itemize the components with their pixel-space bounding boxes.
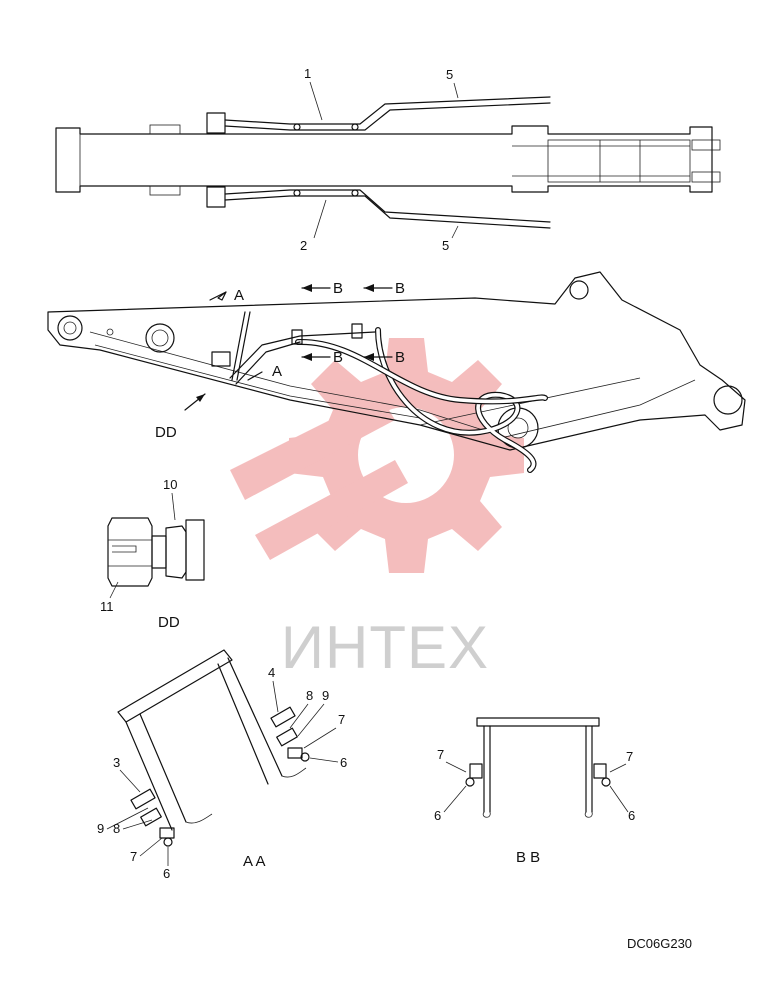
bb-callout-6-right: 6 <box>628 808 635 823</box>
bb-callout-6-left: 6 <box>434 808 441 823</box>
section-mark-b-3: B <box>333 349 343 366</box>
aa-callout-8-lower: 8 <box>113 821 120 836</box>
detail-label-dd: DD <box>158 614 180 631</box>
aa-callout-7-lower: 7 <box>130 849 137 864</box>
section-label-aa: A A <box>243 853 266 870</box>
aa-callout-9-upper: 9 <box>322 688 329 703</box>
section-label-bb: B B <box>516 849 540 866</box>
section-mark-b-1: B <box>333 280 343 297</box>
section-mark-a-bottom: A <box>272 363 282 380</box>
top-callout-5-lower: 5 <box>442 238 449 253</box>
watermark-text: ИНТЕХ <box>281 614 489 681</box>
drawing-code: DC06G230 <box>627 936 692 951</box>
watermark: ИНТЕХ <box>230 338 524 681</box>
aa-callout-4: 4 <box>268 665 275 680</box>
aa-callout-3: 3 <box>113 755 120 770</box>
top-callout-5-upper: 5 <box>446 67 453 82</box>
side-view: A A B B B B DD <box>47 271 746 473</box>
top-view: 1 2 5 5 <box>55 66 721 253</box>
aa-callout-7-upper: 7 <box>338 712 345 727</box>
aa-callout-8-upper: 8 <box>306 688 313 703</box>
dd-callout-11: 11 <box>100 599 114 614</box>
top-callout-2: 2 <box>300 238 307 253</box>
detail-label-dd-side: DD <box>155 424 177 441</box>
detail-dd: 10 11 DD <box>100 477 205 631</box>
bb-callout-7-left: 7 <box>437 747 444 762</box>
bb-callout-7-right: 7 <box>626 749 633 764</box>
section-mark-a-top: A <box>234 287 244 304</box>
section-mark-b-2: B <box>395 280 405 297</box>
section-bb: 7 7 6 6 B B <box>434 717 635 866</box>
section-mark-b-4: B <box>395 349 405 366</box>
aa-callout-6-upper: 6 <box>340 755 347 770</box>
section-aa: 4 8 9 7 6 3 9 8 7 6 A A <box>97 649 347 881</box>
dd-callout-10: 10 <box>163 477 177 492</box>
aa-callout-9-lower: 9 <box>97 821 104 836</box>
top-callout-1: 1 <box>304 66 311 81</box>
aa-callout-6-lower: 6 <box>163 866 170 881</box>
